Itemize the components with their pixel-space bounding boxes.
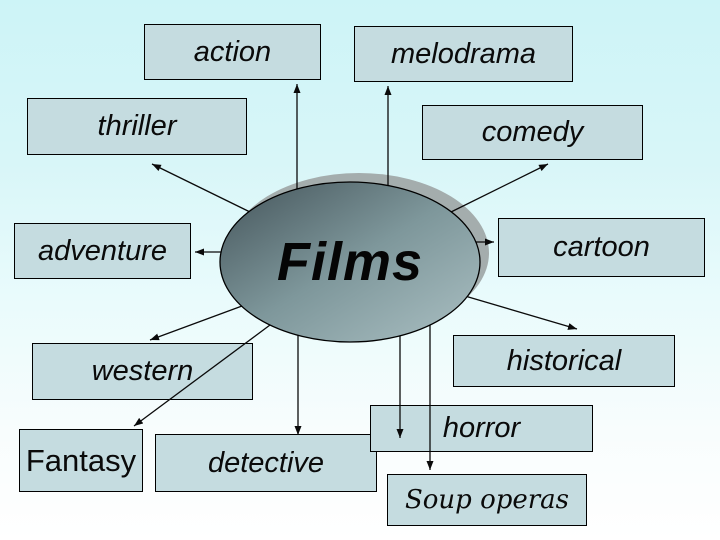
genre-label-fantasy: Fantasy xyxy=(25,442,137,478)
genre-box-horror: horror xyxy=(370,405,593,452)
connector-historical xyxy=(464,295,578,330)
genre-box-action: action xyxy=(144,24,321,80)
genre-box-soup-operas: Soup operas xyxy=(387,474,587,526)
connector-western xyxy=(149,305,243,341)
connector-comedy xyxy=(450,163,549,213)
genre-box-adventure: adventure xyxy=(14,223,191,279)
genre-label-thriller: thriller xyxy=(97,110,177,142)
center-title: Films xyxy=(276,232,424,292)
films-ellipse xyxy=(219,181,481,343)
genre-label-historical: historical xyxy=(506,344,622,377)
genre-label-adventure: adventure xyxy=(38,234,167,267)
genre-box-comedy: comedy xyxy=(422,105,643,160)
genre-label-comedy: comedy xyxy=(481,116,584,148)
genre-label-horror: horror xyxy=(442,412,521,444)
genre-box-detective: detective xyxy=(155,434,377,492)
genre-box-western: western xyxy=(32,343,253,400)
genre-label-soup-operas: Soup operas xyxy=(404,485,570,515)
genre-box-historical: historical xyxy=(453,335,675,387)
genre-label-detective: detective xyxy=(207,446,325,479)
genre-box-cartoon: cartoon xyxy=(498,218,705,277)
genre-box-thriller: thriller xyxy=(27,98,247,155)
genre-box-melodrama: melodrama xyxy=(354,26,573,82)
films-ellipse-shadow xyxy=(229,173,489,333)
genre-label-action: action xyxy=(193,35,272,68)
genre-label-cartoon: cartoon xyxy=(553,231,650,263)
genre-label-melodrama: melodrama xyxy=(390,37,537,70)
connector-thriller xyxy=(151,163,251,213)
genre-box-fantasy: Fantasy xyxy=(19,429,143,492)
genre-label-western: western xyxy=(91,355,194,387)
